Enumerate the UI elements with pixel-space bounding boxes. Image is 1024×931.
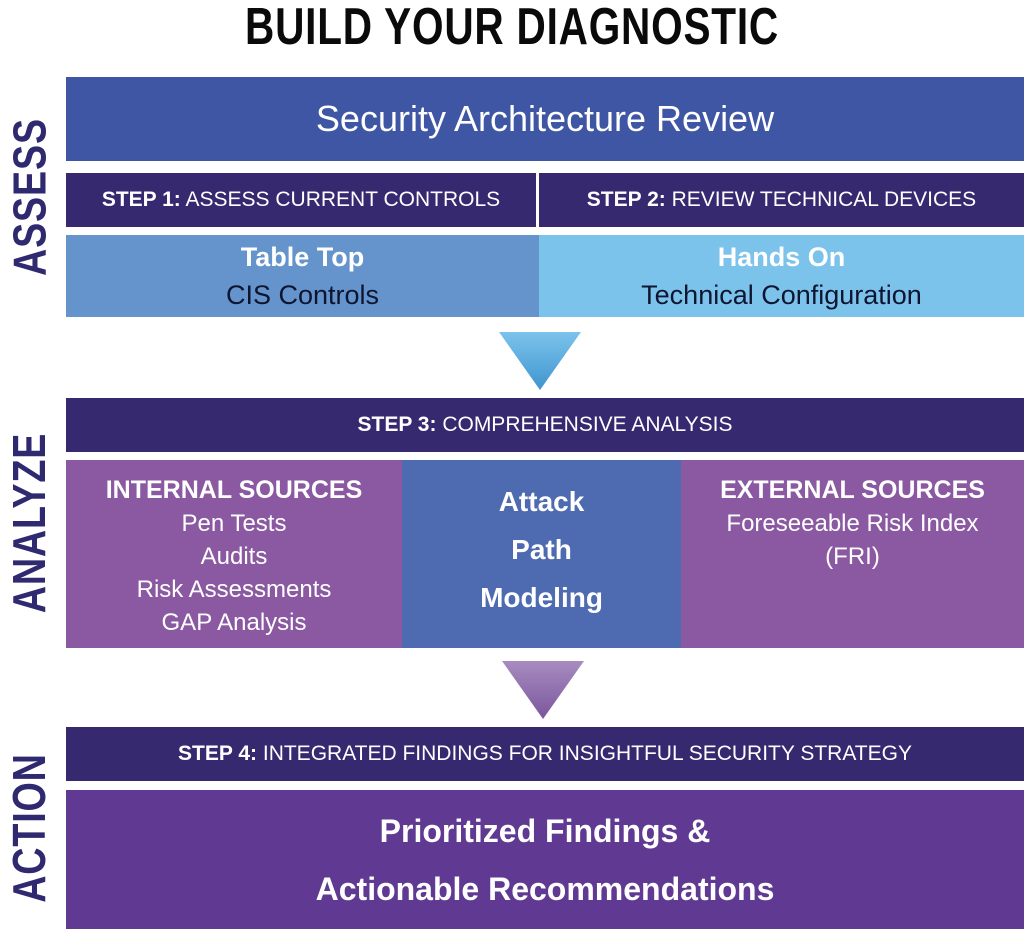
attack-path-line: Modeling xyxy=(480,582,603,613)
internal-item: Audits xyxy=(200,543,268,570)
step-4-label: STEP 4: xyxy=(178,742,258,765)
hands-on-heading: Hands On xyxy=(717,242,846,272)
hands-on-box: Hands On Technical Configuration xyxy=(539,235,1024,317)
table-top-text: CIS Controls xyxy=(225,280,380,310)
step-1-text: ASSESS CURRENT CONTROLS xyxy=(185,188,501,211)
hands-on-text: Technical Configuration xyxy=(641,280,922,310)
internal-item: Risk Assessments xyxy=(136,576,332,603)
step-1-label: STEP 1: xyxy=(101,188,181,211)
step-2-text: REVIEW TECHNICAL DEVICES xyxy=(671,188,977,211)
internal-item: GAP Analysis xyxy=(161,609,307,636)
step-3-header: STEP 3: COMPREHENSIVE ANALYSIS xyxy=(66,398,1024,452)
step-3-label: STEP 3: xyxy=(357,413,437,436)
security-architecture-review-banner: Security Architecture Review xyxy=(66,77,1024,161)
external-sources-heading: EXTERNAL SOURCES xyxy=(720,476,985,504)
phase-label-analyze: ANALYZE xyxy=(3,432,55,614)
table-top-box: Table Top CIS Controls xyxy=(66,235,539,317)
attack-path-line: Path xyxy=(511,534,572,565)
external-sources-box: EXTERNAL SOURCES Foreseeable Risk Index … xyxy=(681,460,1024,648)
step-4-text: INTEGRATED FINDINGS FOR INSIGHTFUL SECUR… xyxy=(262,742,912,765)
internal-sources-box: INTERNAL SOURCES Pen Tests Audits Risk A… xyxy=(66,460,402,648)
down-arrow-assess-to-analyze xyxy=(499,332,581,390)
down-arrow-analyze-to-action xyxy=(502,661,584,719)
phase-label-action: ACTION xyxy=(3,753,56,903)
step-3-text: COMPREHENSIVE ANALYSIS xyxy=(442,413,733,436)
internal-sources-heading: INTERNAL SOURCES xyxy=(105,476,363,504)
attack-path-line: Attack xyxy=(498,486,585,517)
step-1-header: STEP 1: ASSESS CURRENT CONTROLS xyxy=(66,173,536,227)
attack-path-modeling-box: Attack Path Modeling xyxy=(402,460,681,648)
phase-label-assess: ASSESS xyxy=(3,118,56,276)
result-line: Prioritized Findings & xyxy=(379,812,711,849)
table-top-heading: Table Top xyxy=(240,242,365,272)
step-4-header: STEP 4: INTEGRATED FINDINGS FOR INSIGHTF… xyxy=(66,727,1024,781)
external-item: Foreseeable Risk Index xyxy=(726,510,979,537)
step-2-header: STEP 2: REVIEW TECHNICAL DEVICES xyxy=(539,173,1024,227)
internal-item: Pen Tests xyxy=(181,510,287,537)
page-title: BUILD YOUR DIAGNOSTIC xyxy=(245,0,779,56)
prioritized-findings-box: Prioritized Findings & Actionable Recomm… xyxy=(66,790,1024,929)
step-2-label: STEP 2: xyxy=(586,188,666,211)
result-line: Actionable Recommendations xyxy=(315,870,775,907)
external-item: (FRI) xyxy=(825,543,880,570)
